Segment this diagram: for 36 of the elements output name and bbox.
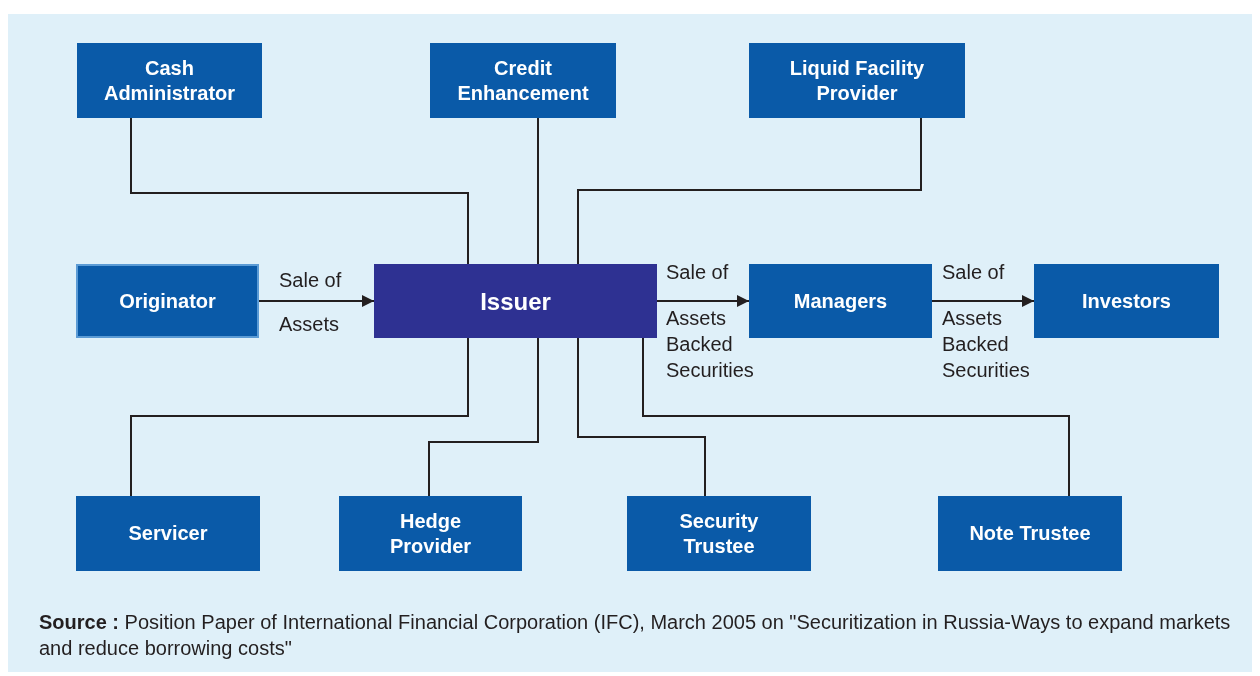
process-box [374, 264, 657, 338]
connector-line [130, 337, 469, 497]
box-label: Liquid Facility Provider [788, 55, 926, 106]
box-label: Cash Administrator [102, 55, 237, 106]
connector-line [642, 337, 1070, 497]
process-box [76, 496, 260, 571]
box-label: Issuer [480, 288, 551, 314]
connector-line [577, 337, 706, 497]
edge-label: Sale of Assets [279, 268, 343, 337]
process-box [1034, 264, 1219, 338]
arrow [656, 295, 750, 307]
box-label: Servicer [128, 521, 208, 546]
box-label: Originator [119, 288, 216, 314]
box-label: Investors [1082, 288, 1171, 314]
box-label: Note Trustee [969, 521, 1091, 546]
process-box [76, 264, 259, 338]
process-box [77, 43, 262, 118]
box-label: Hedge Provider [388, 508, 473, 559]
source-note: Source : Position Paper of International Financial Corporation (IFC), March 2005 on "Securitization in Russia-Ways to expand markets and reduce borrowing costs" [39, 610, 1232, 661]
connector-line [428, 337, 539, 497]
box-label: Security Trustee [678, 508, 760, 559]
box-label: Credit Enhancement [456, 55, 590, 106]
process-box [627, 496, 811, 571]
arrow [258, 295, 375, 307]
arrow [931, 295, 1035, 307]
process-box [749, 264, 932, 338]
process-box [938, 496, 1122, 571]
process-box [430, 43, 616, 118]
connector-line [130, 117, 469, 265]
connector-line [577, 117, 922, 265]
edge-label: Sale of Assets Backed Securities [666, 260, 755, 383]
edge-label: Sale of Assets Backed Securities [942, 260, 1031, 383]
box-label: Managers [793, 288, 888, 314]
process-box [749, 43, 965, 118]
connector-line [537, 117, 539, 265]
process-box [339, 496, 522, 571]
